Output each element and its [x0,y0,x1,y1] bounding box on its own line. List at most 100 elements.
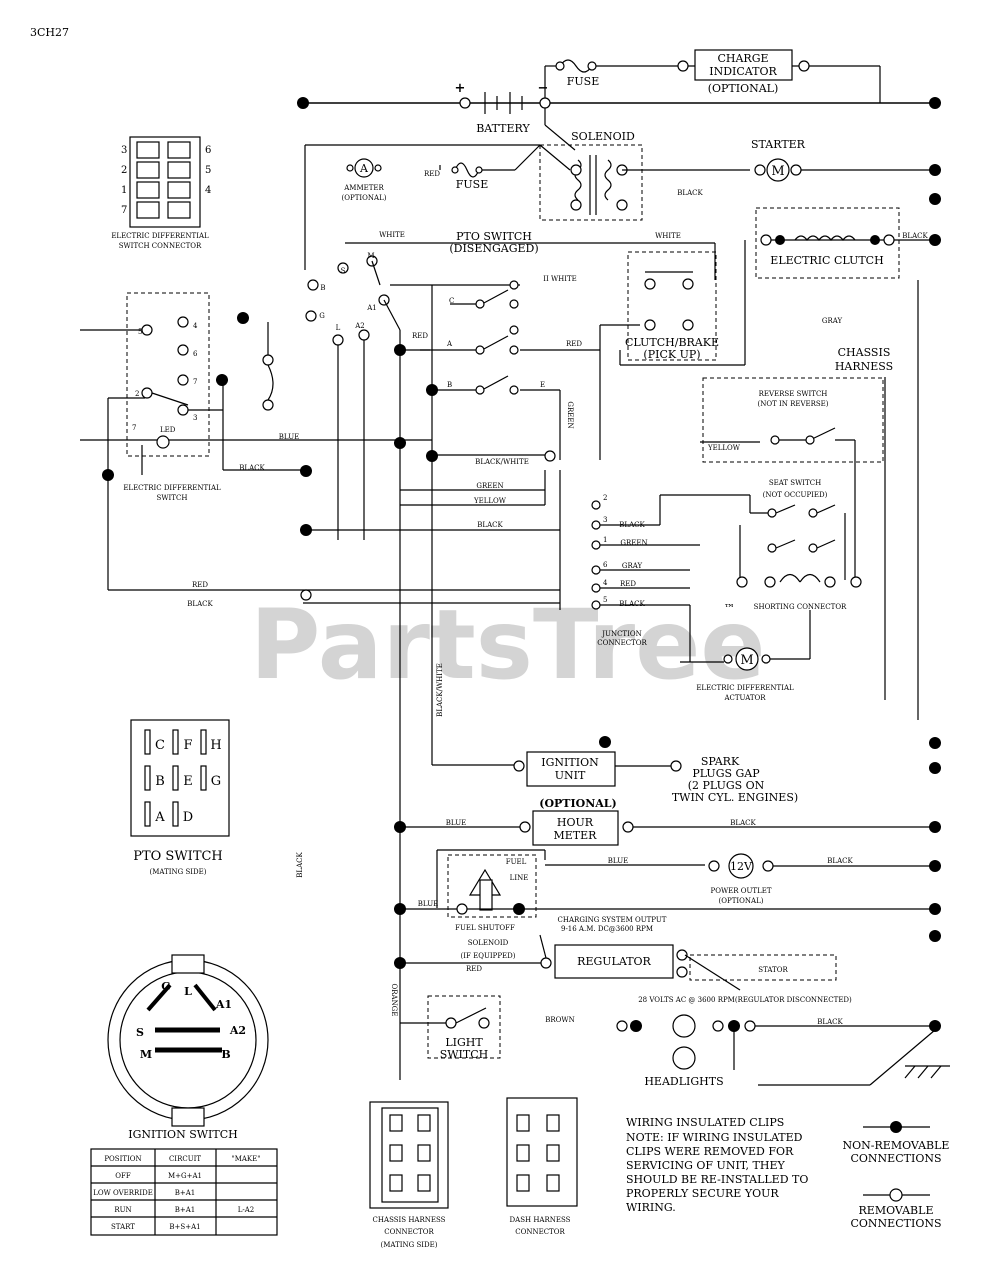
watermark: PartsTree [250,589,765,701]
gray-wire-label: GRAY [822,317,843,325]
pto-grid-cell: B [155,774,165,789]
spark-plugs-label-3: (2 PLUGS ON [688,779,765,792]
inline-fuse-terminal-left [451,166,459,174]
watermark-tm: ™ [724,602,735,615]
ign-table-cell: B+A1 [175,1206,196,1214]
electric-clutch-terminal [870,235,880,245]
ign-diagram-terminal: M [140,1048,152,1061]
starter-label: STARTER [751,138,806,151]
reverse-switch-box [702,377,884,463]
electric-clutch-box [755,207,900,279]
green-wire-label: GREEN [476,482,503,490]
junction-pin [591,520,601,530]
ignition-terminal-a2: A2 [354,322,365,330]
junction-pin-number: 5 [603,596,607,604]
ignition-terminal-l: L [336,324,341,332]
eds-switch-pin: 7 [132,424,136,432]
power-outlet-volts: 12V [730,860,753,873]
stator-output-label: 28 VOLTS AC @ 3600 RPM(REGULATOR DISCONN… [638,996,852,1004]
ignition-unit-box [526,751,616,787]
fuel-line-label-2: LINE [510,874,529,882]
pto-switch-mating-label-1: PTO SWITCH [133,849,223,864]
dash-harness-connector [506,1097,578,1207]
junction-pin-number: 1 [603,536,607,544]
headlight-connector [712,1020,724,1032]
seat-switch [660,494,846,580]
chassis-connector-label-1: CHASSIS HARNESS [373,1216,446,1224]
eds-pin-label: 5 [205,165,211,176]
black-wire-label-2: BLACK [477,521,503,529]
ign-diagram-terminal: S [136,1026,144,1039]
pto-terminal-b: B [447,381,452,389]
white-wire-run [345,240,746,320]
eds-terminals [80,316,400,591]
electric-clutch-black-label: BLACK [902,232,928,240]
stator-box [689,954,837,981]
clutch-brake-label-2: (PICK UP) [643,348,700,361]
shorting-connector [736,573,862,588]
eds-pin-label: 6 [205,145,211,156]
eds-terminal [216,374,228,386]
battery-minus-sign: − [538,81,549,96]
harness-connector [544,450,556,462]
hour-meter-black-label: BLACK [730,819,756,827]
spark-plugs-label-4: TWIN CYL. ENGINES) [672,791,798,804]
reverse-switch-terminal [770,435,780,445]
inline-fuse-terminal-right [475,166,483,174]
page-id: 3CH27 [30,26,69,39]
pto-switch-label-2: (DISENGAGED) [449,242,538,255]
eds-switch-pin: 5 [138,328,142,336]
junction-pin-number: 3 [603,516,607,524]
fuel-line-label-1: FUEL [506,858,527,866]
dash-connector-label-2: CONNECTOR [515,1228,565,1236]
orange-wire-label: ORANGE [390,984,398,1017]
clutch-brake-terminal [682,319,694,331]
main-harness [303,285,560,1080]
solenoid-terminal [570,164,582,176]
fuse-terminal-left [555,61,565,71]
wiring-note-line: WIRING. [626,1201,676,1214]
regulator-terminal [676,966,688,978]
charge-indicator-box [694,49,793,81]
spark-plug-terminal [670,760,682,772]
ignition-terminal-s: S [341,267,346,275]
fuel-shutoff-label-3: (IF EQUIPPED) [461,952,516,960]
junction-black-label: BLACK [619,521,645,529]
junction-connector-label-1: JUNCTION [601,630,641,638]
light-switch-terminal [478,1017,490,1029]
junction-connector [559,470,700,662]
clutch-brake-terminal [682,278,694,290]
harness-junction [394,903,406,915]
pto-terminal-e: E [540,381,545,389]
inline-connector [262,354,274,366]
pto-grid-cell: H [210,738,221,753]
reverse-switch-label-2: (NOT IN REVERSE) [757,400,828,408]
spark-plugs-label-2: PLUGS GAP [692,767,760,780]
fuel-shutoff-blue-label: BLUE [418,900,438,908]
differential-actuator-motor [735,647,759,671]
junction-pin [591,500,601,510]
pto-contact [475,385,485,395]
ign-diagram-terminal: B [221,1048,230,1061]
pto-grid-cell: E [183,774,193,789]
hour-meter-label-2: METER [554,829,598,842]
regulator-label: REGULATOR [577,955,651,968]
fuel-solenoid-body [479,879,493,911]
eds-switch-pin: 2 [135,390,139,398]
junction-green-label: GREEN [620,539,647,547]
eds-switch-pin: 4 [193,322,198,330]
harness-junction [394,821,406,833]
ign-table-cell: START [111,1223,135,1231]
pto-contact [509,325,519,335]
headlight-black-label: BLACK [817,1018,843,1026]
ii-white-label: II WHITE [543,275,577,283]
electric-clutch-label: ELECTRIC CLUTCH [770,254,883,267]
light-switch-terminal [445,1017,457,1029]
regulator-terminal [676,949,688,961]
ign-diagram-terminal: L [184,985,192,998]
power-outlet-icon [728,853,754,879]
pto-contact [509,299,519,309]
ignition-unit-ground [599,736,611,748]
green-vertical-label: GREEN [566,401,574,428]
